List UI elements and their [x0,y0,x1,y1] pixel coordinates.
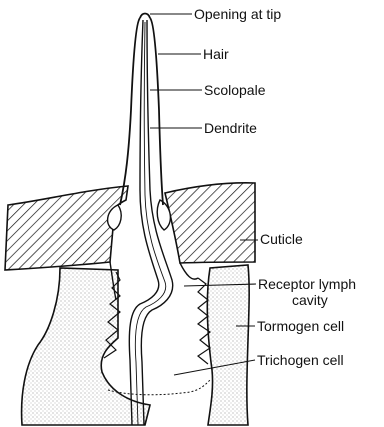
label-dendrite: Dendrite [204,120,257,136]
hair-tip [140,14,150,19]
label-receptor-line1: Receptor lymph [258,276,356,292]
label-tormogen-cell: Tormogen cell [257,318,344,334]
label-receptor-lymph-cavity: Receptor lymph cavity [258,276,356,308]
label-hair: Hair [203,46,229,62]
label-trichogen-cell: Trichogen cell [257,352,344,368]
label-opening-at-tip: Opening at tip [194,6,281,22]
tormogen-cell [207,265,249,425]
label-receptor-line2: cavity [258,292,356,308]
label-cuticle: Cuticle [260,231,303,247]
cell-separator [108,380,210,395]
cuticle-left [5,186,128,270]
cuticle-right [165,183,255,263]
label-scolopale: Scolopale [204,82,266,98]
